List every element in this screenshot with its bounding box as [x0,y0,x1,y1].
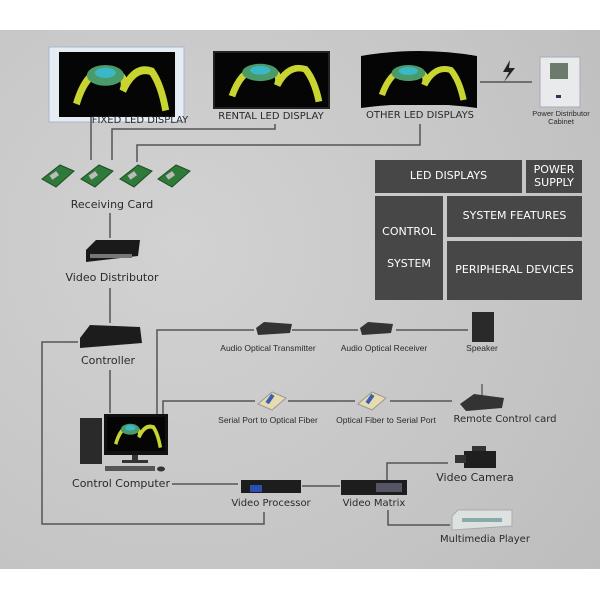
receiving-card-label: Receiving Card [70,198,154,211]
video-camera-icon [455,446,496,468]
fixed-led-display-label: FIXED LED DISPLAY [91,115,189,126]
remote-control-card-icon [460,384,504,411]
speaker-icon [472,312,494,342]
serial-to-fiber-label: Serial Port to Optical Fiber [218,415,318,425]
power-cabinet-label-1: Power Distributor [532,109,590,118]
remote-card-label: Remote Control card [453,414,557,425]
other-led-display-label: OTHER LED DISPLAYS [365,110,475,121]
controller-label: Controller [80,354,136,367]
lightning-icon [503,60,515,82]
controller-icon [80,325,142,348]
connection-lines [41,117,468,526]
video-distributor-icon [86,240,140,262]
audio-rx-label: Audio Optical Receiver [340,343,428,353]
table-cell-system-features: SYSTEM FEATURES [447,196,582,237]
control-computer-label: Control Computer [72,477,170,490]
speaker-label: Speaker [466,343,498,353]
audio-optical-receiver-icon [360,322,393,335]
fiber-to-serial-label: Optical Fiber to Serial Port [336,415,436,425]
rental-led-display [213,51,330,109]
video-processor-icon [241,480,301,493]
control-text: CONTROL [382,224,436,238]
audio-optical-transmitter-icon [256,322,292,335]
multimedia-player-icon [451,509,513,531]
power-distributor-cabinet-icon [539,56,581,108]
rental-led-display-label: RENTAL LED DISPLAY [218,111,324,122]
video-camera-label: Video Camera [436,471,514,484]
other-led-display [361,51,477,108]
fiber-to-serial-converter-icon [357,391,387,411]
serial-to-fiber-converter-icon [257,391,287,411]
video-matrix-label: Video Matrix [342,498,406,509]
video-matrix-icon [341,480,407,495]
power-cabinet-label-2: Cabinet [548,117,574,126]
system-text: SYSTEM [387,257,431,270]
table-cell-peripheral-devices: PERIPHERAL DEVICES [447,241,582,300]
table-cell-control-system: CONTROL SYSTEM [375,196,443,300]
table-cell-led-displays: LED DISPLAYS [375,160,522,193]
multimedia-player-label: Multimedia Player [440,534,530,545]
control-computer-icon [80,414,168,472]
video-processor-label: Video Processor [231,498,311,509]
video-distributor-label: Video Distributor [65,271,159,284]
audio-tx-label: Audio Optical Transmitter [220,343,316,353]
receiving-card-icons [41,164,191,188]
table-cell-power-supply: POWER SUPPLY [526,160,582,193]
fixed-led-display [48,46,185,123]
